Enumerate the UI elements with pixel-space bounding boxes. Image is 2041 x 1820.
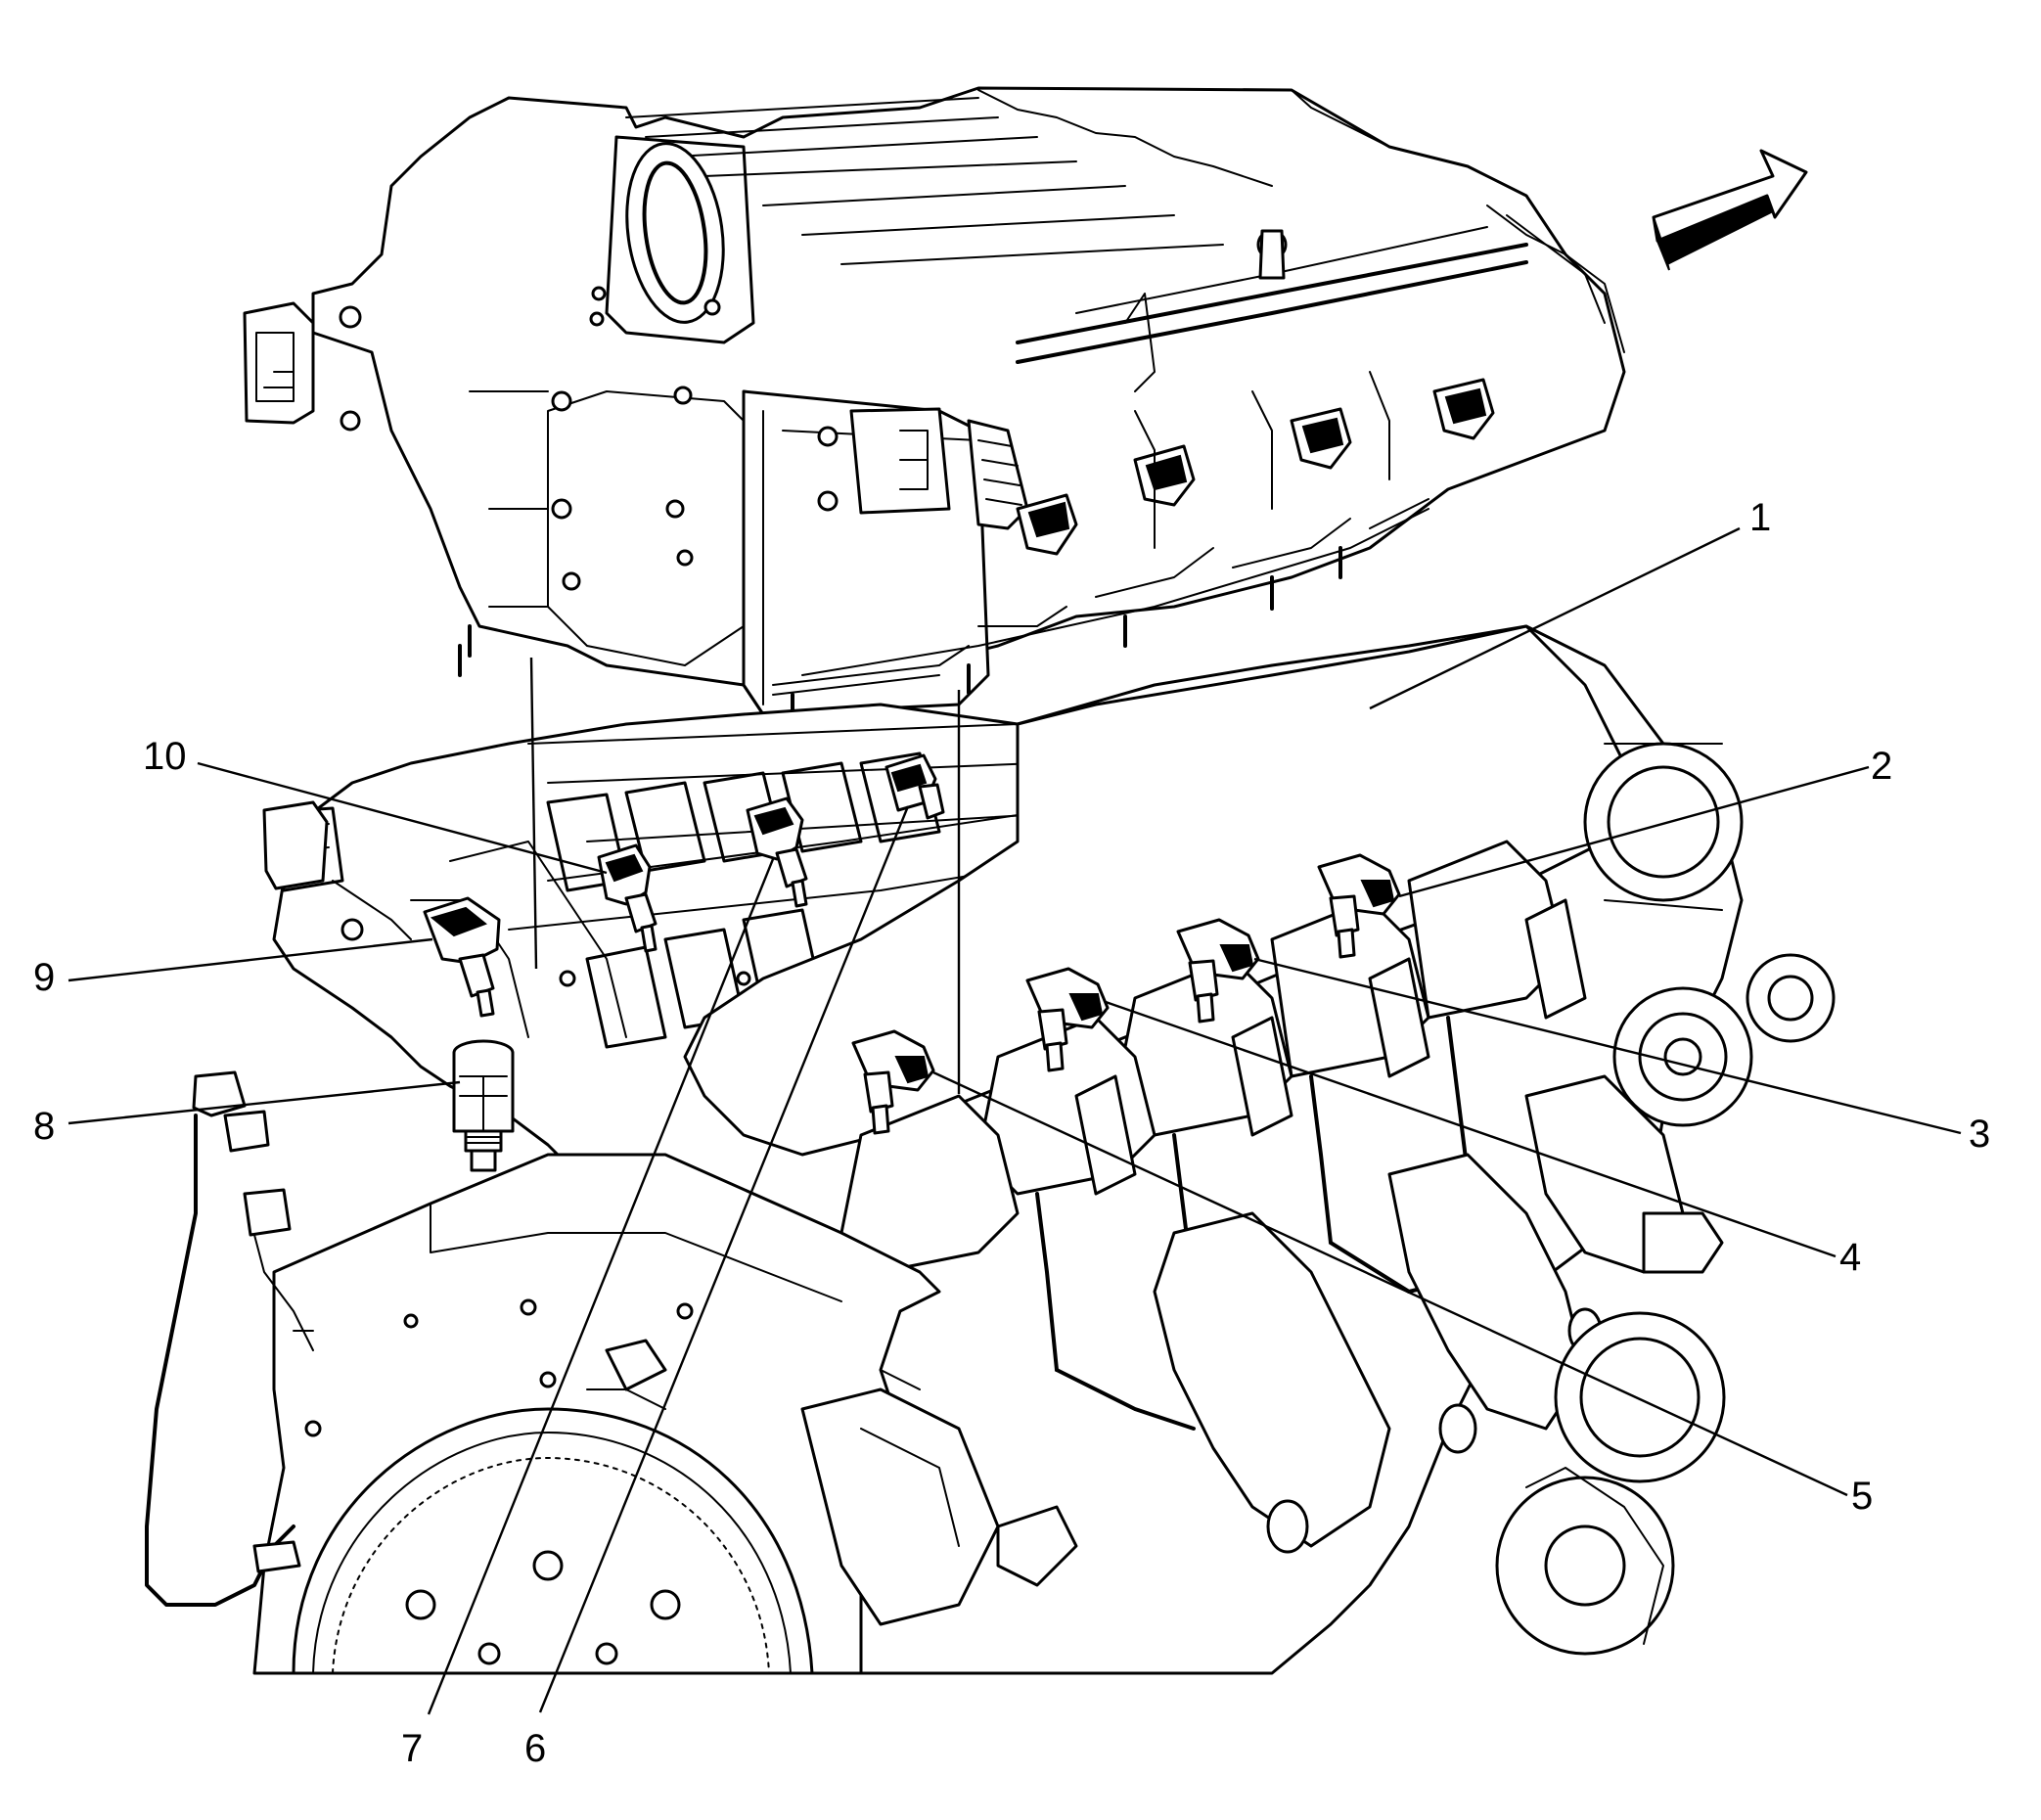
callout-labels: 1 2 3 4 5 6 7 8 9 10 — [33, 496, 1990, 1770]
accessory-pulleys — [1495, 742, 1836, 1656]
fuel-injector-3 — [1176, 918, 1260, 1024]
leader-10 — [197, 761, 608, 875]
fuel-injector-10 — [597, 843, 658, 953]
fuel-injector-6 — [884, 753, 945, 820]
fuel-injector-2 — [1317, 853, 1401, 959]
callout-5: 5 — [1851, 1475, 1873, 1518]
fuel-injector-5 — [851, 1029, 935, 1135]
alignment-lines — [529, 657, 961, 1094]
flywheel — [292, 1407, 814, 1675]
callout-10: 10 — [143, 735, 187, 778]
callout-8: 8 — [33, 1105, 55, 1148]
leader-8 — [68, 1080, 461, 1125]
leader-7 — [427, 858, 775, 1715]
callout-4: 4 — [1839, 1236, 1861, 1279]
leader-3 — [1253, 957, 1962, 1135]
fuel-injector-9 — [423, 896, 501, 1018]
harness-connector-row-upper — [1016, 378, 1495, 556]
leader-6 — [538, 805, 910, 1713]
callout-7: 7 — [401, 1727, 423, 1770]
engine-block — [145, 624, 1836, 1675]
direction-arrow-icon — [1652, 149, 1808, 271]
callout-leaders — [68, 526, 1962, 1715]
fuel-injector-4 — [1025, 967, 1110, 1072]
fuel-rail — [1016, 205, 1625, 392]
leader-9 — [68, 937, 433, 982]
callout-6: 6 — [524, 1727, 546, 1770]
leader-2 — [1398, 765, 1870, 898]
callout-2: 2 — [1871, 745, 1892, 788]
callout-1: 1 — [1749, 496, 1771, 539]
callout-9: 9 — [33, 956, 55, 999]
leader-4 — [1105, 1000, 1837, 1258]
leader-5 — [932, 1070, 1848, 1497]
leader-1 — [1369, 526, 1741, 710]
fuel-injector-row-left — [746, 796, 808, 908]
intake-manifold — [243, 86, 1626, 726]
callout-3: 3 — [1969, 1113, 1990, 1156]
oil-pressure-sensor — [452, 1039, 515, 1172]
fuel-injector — [262, 753, 1401, 1135]
